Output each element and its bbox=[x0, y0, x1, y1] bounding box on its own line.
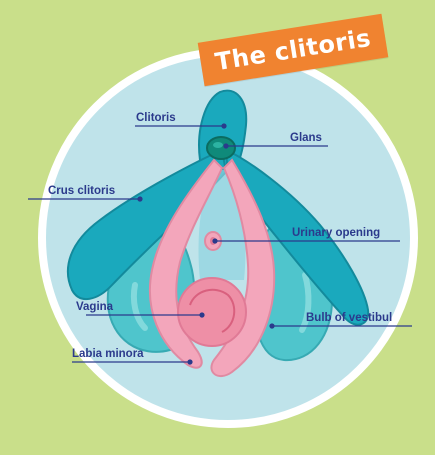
leader-clitoris-dot bbox=[222, 124, 226, 128]
glans-shape bbox=[207, 137, 235, 159]
vagina-shape bbox=[178, 278, 246, 346]
label-bulb-of-vestibul: Bulb of vestibul bbox=[306, 311, 392, 325]
leader-crus-dot bbox=[138, 197, 142, 201]
leader-vagina-dot bbox=[200, 313, 204, 317]
leader-bulb-dot bbox=[270, 324, 274, 328]
leader-glans-dot bbox=[224, 144, 228, 148]
label-clitoris: Clitoris bbox=[136, 111, 176, 125]
leader-urinary-dot bbox=[213, 239, 217, 243]
label-glans: Glans bbox=[290, 131, 322, 145]
label-vagina: Vagina bbox=[76, 300, 113, 314]
label-labia-minora: Labia minora bbox=[72, 347, 144, 361]
leader-labia-dot bbox=[188, 360, 192, 364]
label-crus-clitoris: Crus clitoris bbox=[48, 184, 115, 198]
glans-highlight bbox=[213, 142, 223, 148]
label-urinary-opening: Urinary opening bbox=[292, 226, 380, 240]
